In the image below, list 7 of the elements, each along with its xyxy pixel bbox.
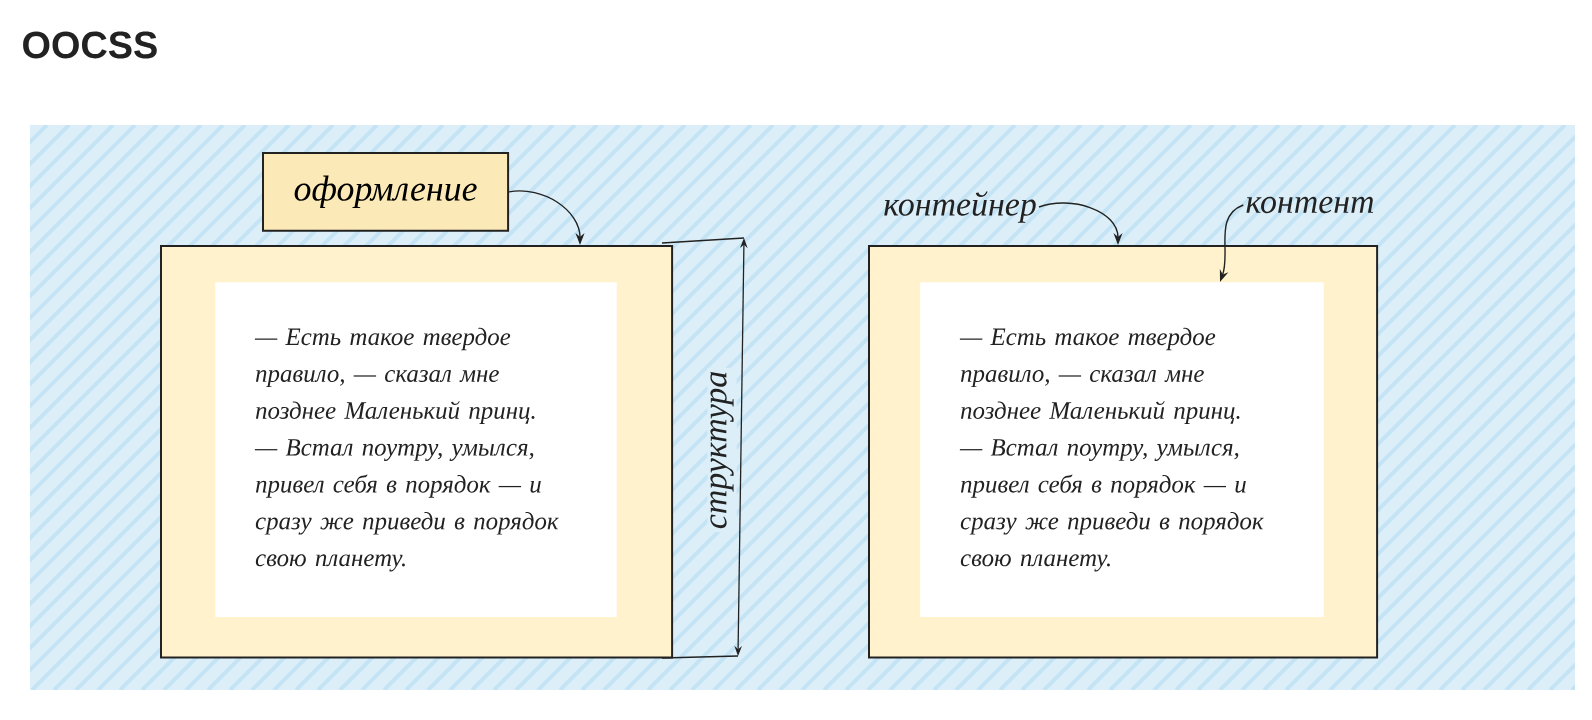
dimension-label: структура [707,367,737,533]
content-box: — Есть такое твердое правило, — сказал мне позднее Маленький принц. — Встал поутру, умылся, привел себя в порядок — и сразу же приведи в порядок свою планету. [215,282,617,617]
label-box: оформление [262,152,510,232]
content-box: — Есть такое твердое правило, — сказал мне позднее Маленький принц. — Встал поутру, умылся, привел себя в порядок — и сразу же приведи в порядок свою планету. [920,282,1324,617]
annotation-text: контент [1246,196,1374,214]
title: OOCSS [23,31,157,59]
annotation-text: контейнер [884,191,1036,223]
